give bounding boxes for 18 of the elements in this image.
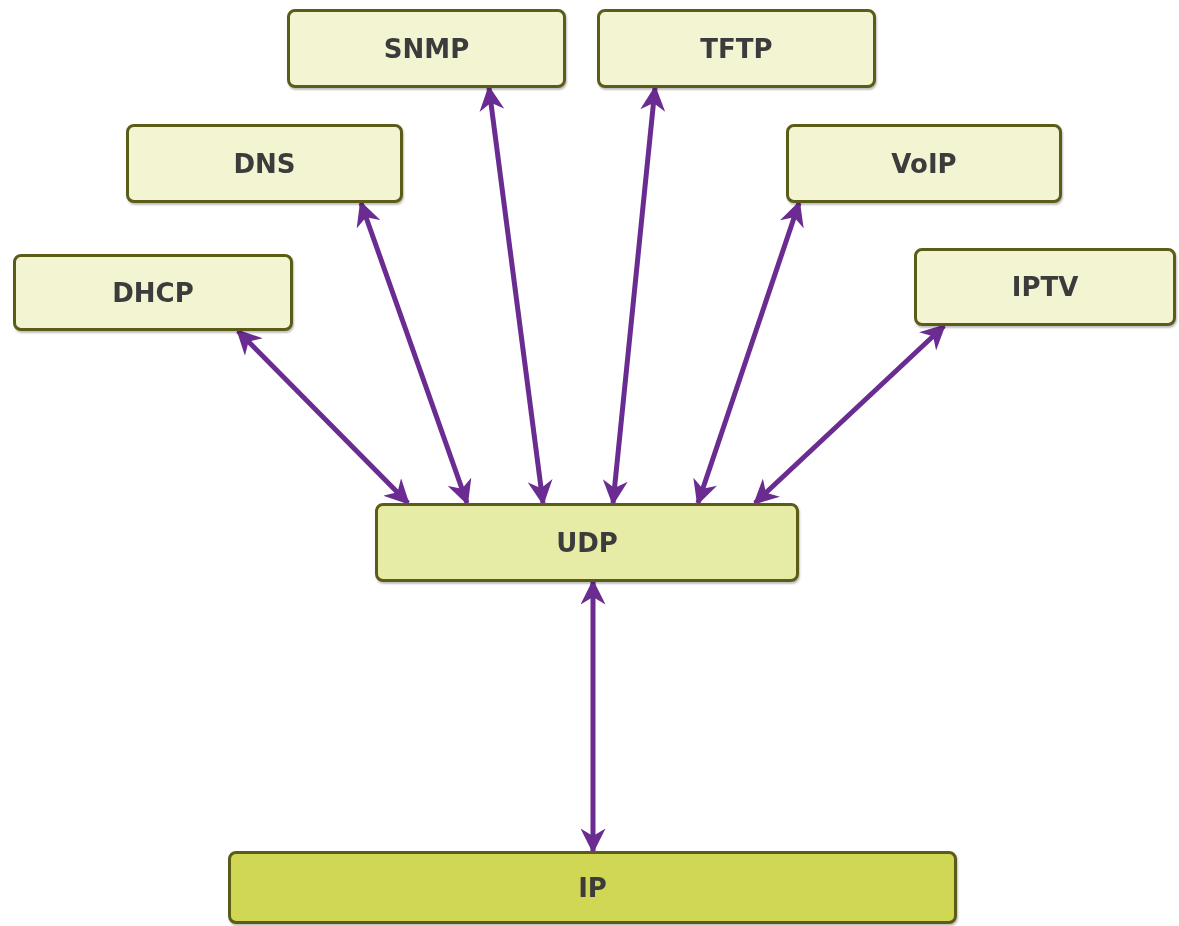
- protocol-label: UDP: [556, 527, 618, 558]
- protocol-label: IP: [578, 872, 607, 903]
- protocol-box: [375, 503, 799, 582]
- protocol-box: [914, 248, 1176, 326]
- protocol-label: SNMP: [383, 33, 470, 64]
- protocol-label: IPTV: [1011, 272, 1079, 302]
- double-arrow: [753, 324, 946, 505]
- protocol-box: [13, 254, 293, 331]
- protocol-label: DNS: [233, 148, 296, 179]
- double-arrow: [236, 329, 410, 505]
- protocol-label: DHCP: [112, 277, 194, 308]
- protocol-box: [126, 124, 403, 203]
- protocol-box: [287, 9, 566, 88]
- protocol-label: TFTP: [700, 33, 773, 64]
- protocol-box: [786, 124, 1062, 203]
- protocol-label: VoIP: [891, 148, 957, 179]
- protocol-box: [597, 9, 876, 88]
- protocol-box: [228, 851, 957, 924]
